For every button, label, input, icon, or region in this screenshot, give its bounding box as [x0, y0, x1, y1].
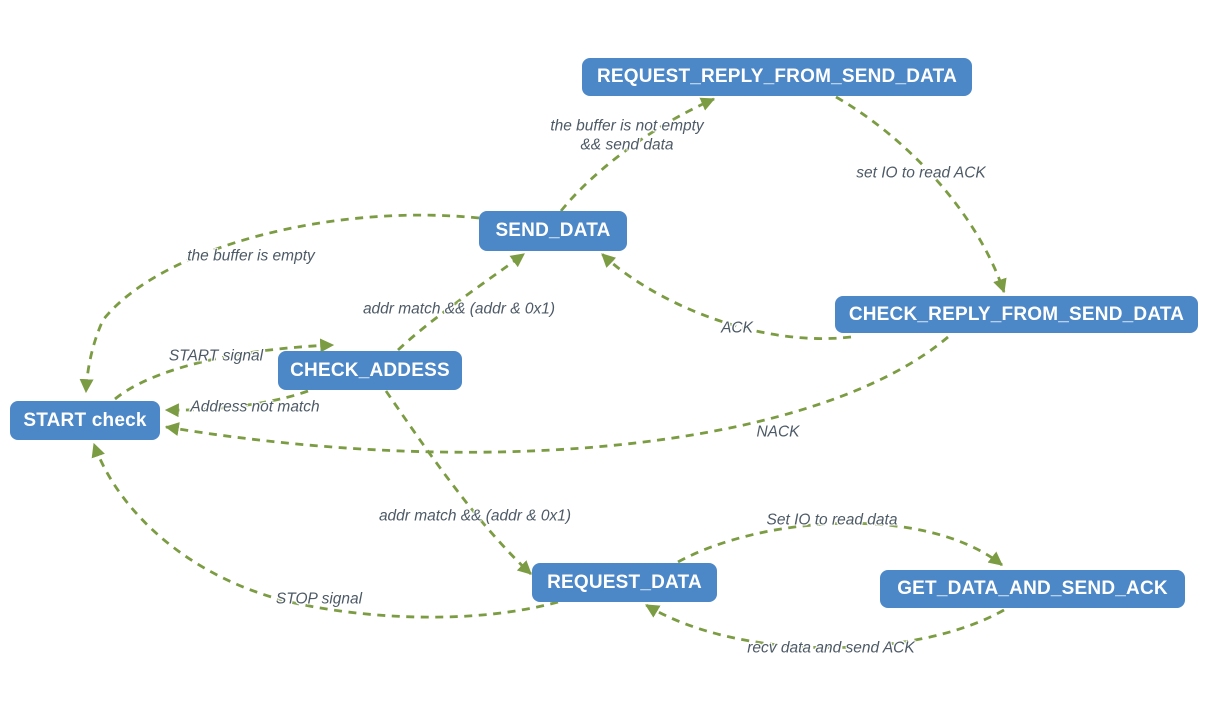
- edge-label-stop-signal: STOP signal: [275, 590, 363, 608]
- state-node-send-data: SEND_DATA: [479, 211, 627, 251]
- edge-label-nack: NACK: [756, 423, 800, 441]
- edge-label-address-not-match: Address not match: [190, 398, 320, 416]
- state-node-request-reply-from-send-data: REQUEST_REPLY_FROM_SEND_DATA: [582, 58, 972, 96]
- state-node-check-reply-from-send-data: CHECK_REPLY_FROM_SEND_DATA: [835, 296, 1198, 333]
- transition-set-io-to-read-ack: [835, 95, 1007, 294]
- edge-label-recv-data-and-send-ack: recv data and send ACK: [747, 639, 915, 657]
- edge-label-ack: ACK: [721, 319, 753, 337]
- transition-nack: [164, 335, 949, 454]
- transition-recv-data-and-send-ack: [645, 603, 1005, 650]
- state-node-get-data-and-send-ack: GET_DATA_AND_SEND_ACK: [880, 570, 1185, 608]
- transition-addr-match-to-send-data: [397, 252, 525, 352]
- transition-ack: [601, 252, 852, 340]
- edge-label-start-signal: START signal: [168, 347, 264, 365]
- transition-buffer-is-empty: [79, 213, 480, 394]
- edge-label-buffer-not-empty-send-data: the buffer is not empty && send data: [550, 117, 704, 154]
- transition-start-signal: [114, 338, 335, 401]
- state-node-check-addess: CHECK_ADDESS: [278, 351, 462, 390]
- edge-label-addr-match-upper: addr match && (addr & 0x1): [362, 300, 556, 318]
- transition-buffer-not-empty-send-data: [559, 97, 716, 212]
- state-node-start-check: START check: [10, 401, 160, 440]
- edge-label-set-io-to-read-ack: set IO to read ACK: [856, 164, 986, 182]
- edge-label-set-io-to-read-data: Set IO to read data: [766, 511, 898, 529]
- state-node-request-data: REQUEST_DATA: [532, 563, 717, 602]
- transition-addr-match-to-request-data: [384, 390, 532, 576]
- edge-label-addr-match-lower: addr match && (addr & 0x1): [378, 507, 572, 525]
- transition-stop-signal: [91, 442, 559, 619]
- edge-label-buffer-is-empty: the buffer is empty: [187, 247, 315, 265]
